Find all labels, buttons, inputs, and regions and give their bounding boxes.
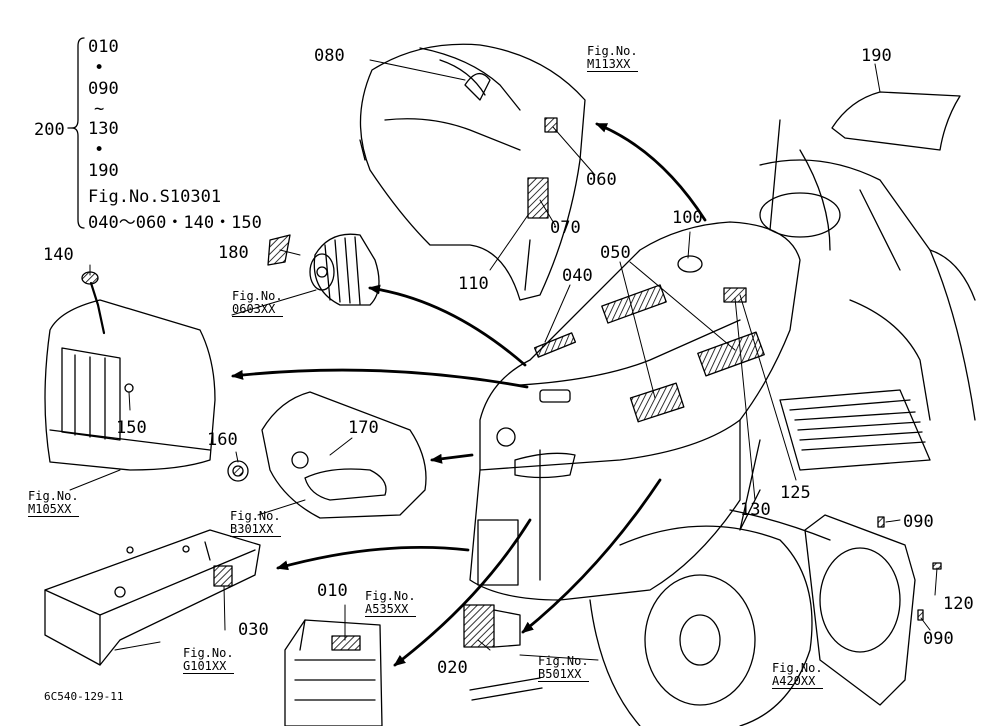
rear-tire — [589, 525, 813, 726]
part-label-090-bottom: 090 — [923, 629, 954, 649]
part-label-160: 160 — [207, 430, 238, 450]
part-label-130: 130 — [740, 500, 771, 520]
bracket-020 — [463, 604, 543, 701]
leader-lines — [69, 59, 938, 661]
part-label-030: 030 — [238, 620, 269, 640]
part-label-020: 020 — [437, 658, 468, 678]
decal-190-sheet — [831, 91, 961, 151]
drawing-code: 6C540-129-11 — [44, 690, 124, 703]
group-number: 200 — [34, 120, 65, 140]
fig-ref-m105[interactable]: Fig.No.M105XX — [28, 489, 79, 517]
fig-ref-a420[interactable]: Fig.No.A420XX — [772, 661, 823, 689]
bumper-part — [227, 391, 427, 519]
part-label-080: 080 — [314, 46, 345, 66]
fender-panel — [359, 43, 586, 301]
part-label-060: 060 — [586, 170, 617, 190]
part-label-140: 140 — [43, 245, 74, 265]
part-label-070: 070 — [550, 218, 581, 238]
operator-station — [729, 119, 976, 541]
side-panel-a420 — [804, 514, 942, 706]
part-label-125: 125 — [780, 483, 811, 503]
part-label-050: 050 — [600, 243, 631, 263]
part-label-180: 180 — [218, 243, 249, 263]
part-label-010: 010 — [317, 581, 348, 601]
group-bracket — [67, 37, 85, 229]
part-label-110: 110 — [458, 274, 489, 294]
group-contents: 010 • 090 ~ 130 • 190 Fig.No.S10301 040～… — [88, 37, 262, 233]
fig-ref-a535[interactable]: Fig.No.A535XX — [365, 589, 416, 617]
part-label-190: 190 — [861, 46, 892, 66]
part-label-090-top: 090 — [903, 512, 934, 532]
part-label-120: 120 — [943, 594, 974, 614]
air-cleaner — [267, 233, 380, 306]
frame-part — [44, 529, 261, 666]
part-label-100: 100 — [672, 208, 703, 228]
part-label-150: 150 — [116, 418, 147, 438]
front-grille — [44, 271, 216, 471]
battery — [284, 619, 383, 726]
tractor-hood — [469, 221, 801, 601]
part-label-170: 170 — [348, 418, 379, 438]
fig-ref-m113[interactable]: Fig.No.M113XX — [587, 44, 638, 72]
part-label-040: 040 — [562, 266, 593, 286]
fig-ref-g101[interactable]: Fig.No.G101XX — [183, 646, 234, 674]
fig-ref-b301[interactable]: Fig.No.B301XX — [230, 509, 281, 537]
reference-arrows — [231, 122, 707, 667]
fig-ref-b501[interactable]: Fig.No.B501XX — [538, 654, 589, 682]
fig-ref-0603[interactable]: Fig.No.0603XX — [232, 289, 283, 317]
